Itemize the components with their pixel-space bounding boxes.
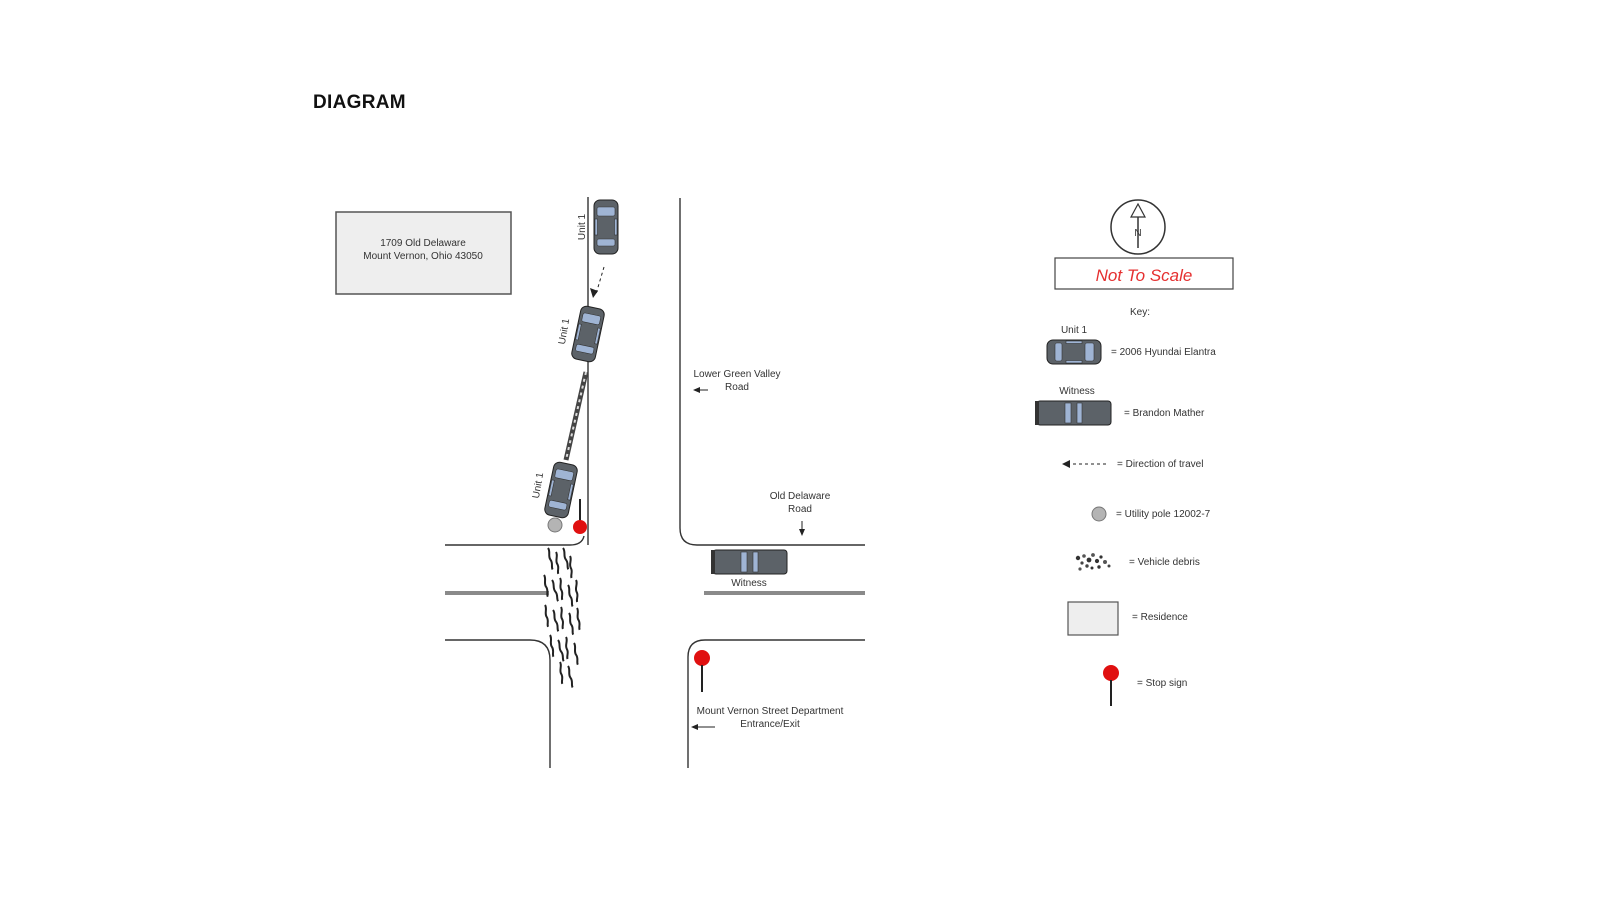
southwest-corner-edge: [445, 639, 551, 768]
legend-unit-car-icon: [1046, 339, 1102, 365]
compass-north-letter: N: [1134, 228, 1141, 239]
road-network: [445, 197, 865, 768]
label-lower-green-valley-road: Lower Green Valley Road: [693, 369, 781, 393]
legend-stop-desc: = Stop sign: [1137, 678, 1187, 689]
north-arrow-icon: [1129, 202, 1147, 218]
street-dept-line2: Entrance/Exit: [740, 719, 800, 730]
residence-address-line1: 1709 Old Delaware: [380, 238, 466, 249]
stop-sign-south: [694, 650, 710, 692]
unit1-travel-path: [563, 266, 605, 461]
witness-vehicle: [710, 549, 788, 575]
page-title: DIAGRAM: [313, 92, 406, 113]
unit1-label-1: Unit 1: [577, 214, 588, 241]
stop-sign-north: [573, 499, 587, 534]
legend-witness-caption: Witness: [1059, 386, 1095, 397]
unit1-car-position-2: [570, 304, 606, 364]
legend-residence-desc: = Residence: [1132, 612, 1188, 623]
arrow-down-icon: [799, 529, 805, 536]
legend-debris-desc: = Vehicle debris: [1129, 557, 1200, 568]
legend-pole-desc: = Utility pole 12002-7: [1116, 509, 1211, 520]
vehicle-debris-marks: [542, 546, 582, 689]
unit1-car-position-1: [593, 199, 619, 255]
legend-title: Key:: [1130, 307, 1150, 318]
residence-address-line2: Mount Vernon, Ohio 43050: [363, 251, 483, 262]
southeast-corner-edge: [687, 639, 865, 768]
legend-unit-caption: Unit 1: [1061, 325, 1088, 336]
not-to-scale-text: Not To Scale: [1096, 266, 1193, 285]
label-old-delaware-road: Old Delaware Road: [770, 491, 831, 536]
legend-residence-icon: [1067, 601, 1119, 636]
unit1-car-position-3: [543, 460, 579, 520]
unit1-label-2: Unit 1: [557, 317, 572, 345]
northwest-corner-edge: [445, 535, 585, 546]
legend-utility-pole-icon: [1091, 506, 1107, 522]
old-delaware-line1: Old Delaware: [770, 491, 831, 502]
legend-witness-desc: = Brandon Mather: [1124, 408, 1205, 419]
unit1-label-3: Unit 1: [531, 471, 546, 499]
legend-witness-truck-icon: [1034, 400, 1112, 426]
label-street-department-entrance: Mount Vernon Street Department Entrance/…: [691, 706, 844, 730]
arrow-left-icon: [693, 387, 700, 393]
residence-box: 1709 Old Delaware Mount Vernon, Ohio 430…: [335, 211, 512, 295]
legend-direction-desc: = Direction of travel: [1117, 459, 1203, 470]
lower-green-valley-road-edge: [679, 198, 865, 546]
witness-label: Witness: [731, 578, 767, 589]
north-arrow-compass: N: [1110, 199, 1166, 255]
legend-unit-desc: = 2006 Hyundai Elantra: [1111, 347, 1216, 358]
legend-direction-arrow-icon: [1062, 460, 1108, 468]
not-to-scale-box: Not To Scale: [1054, 257, 1234, 290]
arrow-left-icon: [691, 724, 698, 730]
street-dept-line1: Mount Vernon Street Department: [697, 706, 844, 717]
legend-stop-sign-icon: [1103, 665, 1119, 706]
old-delaware-line2: Road: [788, 504, 812, 515]
utility-pole: [547, 517, 563, 533]
lower-green-valley-line2: Road: [725, 382, 749, 393]
legend: Key: Unit 1 = 2006 Hyundai Elantra Witne…: [1034, 307, 1216, 706]
legend-debris-icon: [1075, 553, 1111, 571]
lower-green-valley-line1: Lower Green Valley: [693, 369, 780, 380]
